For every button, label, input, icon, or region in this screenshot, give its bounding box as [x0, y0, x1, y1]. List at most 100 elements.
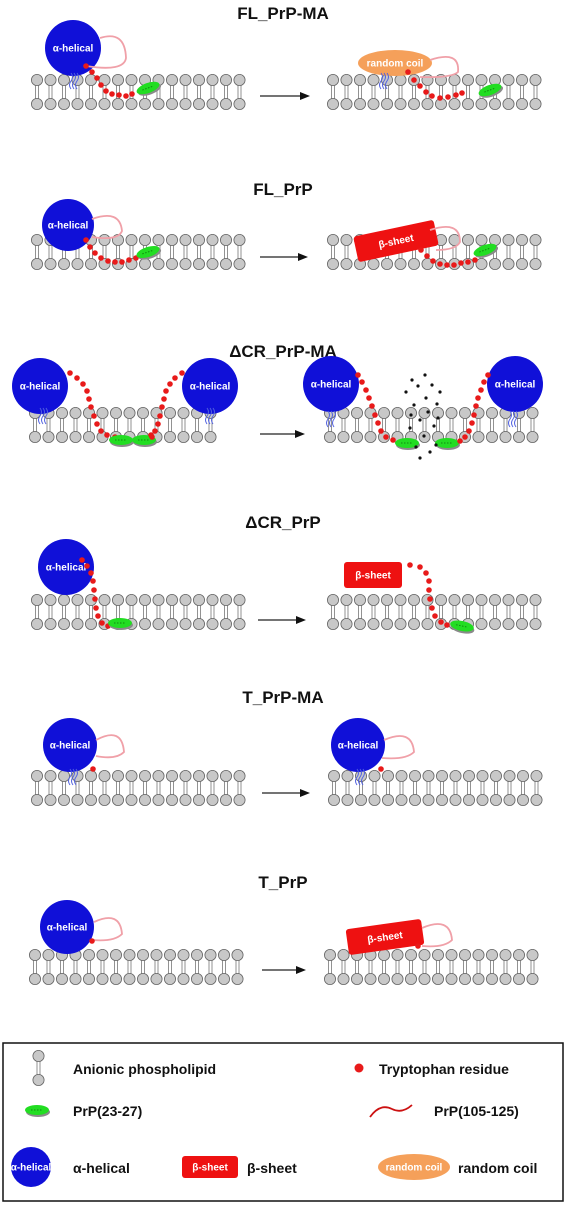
lipid-head — [219, 257, 232, 270]
lipid-head — [217, 949, 230, 962]
tryptophan-residue — [451, 262, 457, 268]
tryptophan-residue — [426, 587, 432, 593]
lipid-head — [448, 594, 461, 607]
tryptophan-residue — [163, 388, 169, 394]
lipid-head — [112, 98, 125, 111]
lipid-bilayer — [30, 594, 246, 631]
lipid-head — [192, 257, 205, 270]
lipid-head — [461, 233, 474, 246]
lipid-head — [192, 794, 205, 807]
tryptophan-residue — [427, 596, 433, 602]
lipid-head — [431, 973, 444, 986]
tryptophan-residue — [91, 587, 97, 593]
lipid-head — [326, 594, 339, 607]
random-coil-label: random coil — [386, 1163, 443, 1174]
lipid-head — [326, 618, 339, 631]
panel-title: T_PrP — [258, 873, 307, 892]
lipid-head — [56, 406, 69, 419]
lipid-head — [350, 406, 363, 419]
lipid-head — [85, 98, 98, 111]
tryptophan-residue — [485, 372, 491, 378]
alpha-helical-label: α-helical — [190, 382, 231, 393]
lipid-head — [163, 406, 176, 419]
lipid-head — [85, 770, 98, 783]
alpha-helical-domain: α-helical — [182, 358, 238, 414]
prp105-125-loop — [419, 56, 459, 79]
lipid-head — [30, 594, 43, 607]
tryptophan-residue — [437, 261, 443, 267]
tryptophan-residue — [116, 92, 122, 98]
lipid-head — [123, 406, 136, 419]
gpi-anchor — [38, 407, 48, 425]
lipid-head — [418, 406, 431, 419]
lipid-head — [44, 74, 57, 87]
alpha-helical-label: α-helical — [495, 380, 536, 391]
lipid-head — [380, 594, 393, 607]
lipid-head — [96, 406, 109, 419]
prp105-125-loop — [421, 923, 453, 948]
tryptophan-residue — [378, 428, 384, 434]
alpha-helical-label: α-helical — [46, 563, 87, 574]
prp23-27-segment — [450, 620, 475, 634]
prp105-125-loop — [95, 734, 125, 759]
lipid-head — [69, 430, 82, 443]
lipid-head — [461, 98, 474, 111]
lipid-head — [394, 74, 407, 87]
lipid-head — [165, 770, 178, 783]
lipid-head — [204, 949, 217, 962]
lipid-head — [475, 257, 488, 270]
beta-sheet-label: β-sheet — [367, 930, 404, 946]
lipid-head — [163, 949, 176, 962]
lipid-head — [44, 594, 57, 607]
lipid-head — [110, 406, 123, 419]
tryptophan-residue — [92, 250, 98, 256]
lipid-head — [83, 430, 96, 443]
prp23-27-segment — [25, 1105, 50, 1117]
lipid-head — [476, 794, 489, 807]
tryptophan-residue — [444, 622, 450, 628]
lipid-head — [326, 233, 339, 246]
lipid-head — [488, 257, 501, 270]
legend-prp105-icon — [369, 1104, 413, 1118]
tryptophan-residue — [167, 381, 173, 387]
tryptophan-residue — [378, 766, 384, 772]
lipid-head — [69, 406, 82, 419]
lipid-head — [516, 594, 529, 607]
lipid-head — [526, 949, 539, 962]
lipid-head — [367, 618, 380, 631]
panel-title: FL_PrP — [253, 180, 313, 199]
lipid-head — [136, 949, 149, 962]
transition-arrow — [258, 616, 306, 624]
tryptophan-residue — [88, 404, 94, 410]
tryptophan-residue — [119, 259, 125, 265]
lipid-head — [96, 949, 109, 962]
lipid-head — [526, 430, 539, 443]
lipid-head — [407, 98, 420, 111]
lipid-head — [488, 98, 501, 111]
tryptophan-residue — [112, 259, 118, 265]
lipid-head — [367, 257, 380, 270]
tryptophan-residue — [462, 434, 468, 440]
lipid-head — [516, 233, 529, 246]
lipid-head — [206, 257, 219, 270]
legend-lipid-label: Anionic phospholipid — [73, 1061, 216, 1077]
lipid-head — [233, 233, 246, 246]
lipid-head — [96, 973, 109, 986]
alpha-helical-domain: α-helical — [38, 539, 94, 595]
lipid-head — [472, 949, 485, 962]
gpi-anchor — [355, 768, 365, 786]
tryptophan-chain — [90, 766, 96, 772]
tryptophan-residue — [475, 395, 481, 401]
tryptophan-residue — [459, 90, 465, 96]
lipid-head — [485, 973, 498, 986]
lipid-head — [394, 594, 407, 607]
lipid-head — [462, 794, 475, 807]
tryptophan-residue — [126, 257, 132, 263]
lipid-head — [327, 770, 340, 783]
lipid-head — [58, 98, 71, 111]
lipid-head — [152, 594, 165, 607]
lipid-head — [112, 770, 125, 783]
tryptophan-chain — [79, 557, 111, 629]
